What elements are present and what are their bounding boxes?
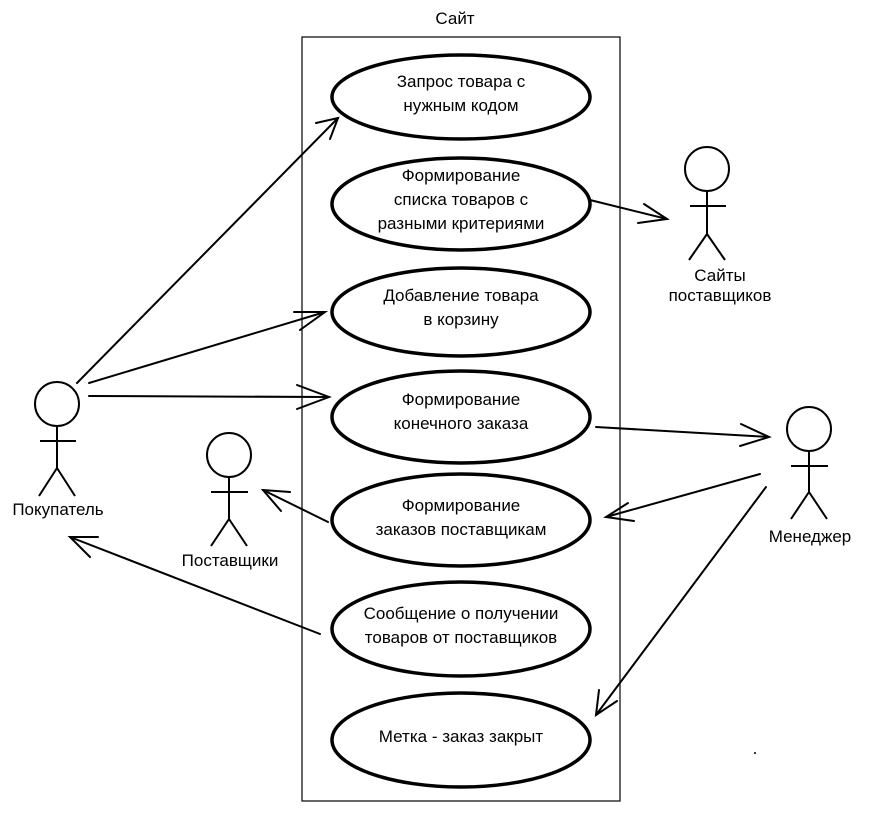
arrow-buyer-to-request — [76, 116, 340, 384]
use-case-add-to-cart: Добавление товара в корзину — [383, 286, 539, 329]
actor-suppliers-label: Поставщики — [181, 551, 279, 570]
use-case-form-product-list: Формирование списка товаров с разными кр… — [377, 166, 545, 233]
stray-dot — [754, 752, 756, 754]
actor-suppliers-figure — [206, 432, 252, 547]
use-case-request-by-code: Запрос товара с нужным кодом — [396, 72, 526, 115]
actor-supplier-sites-figure — [684, 146, 730, 261]
arrow-supplier-orders-to-suppliers — [260, 488, 329, 523]
use-case-order-closed-mark: Метка - заказ закрыт — [378, 727, 544, 746]
use-case-ellipse-uc3 — [330, 266, 592, 358]
arrow-buyer-to-final-order — [88, 384, 332, 410]
actor-manager-figure — [786, 406, 832, 520]
use-case-ellipse-uc7 — [330, 691, 592, 789]
actor-manager-label: Менеджер — [768, 527, 852, 546]
use-case-ellipse-uc1 — [330, 53, 592, 141]
arrow-list-to-supplier-sites — [589, 199, 670, 224]
use-case-ellipse-uc5 — [330, 472, 592, 568]
arrow-final-order-to-manager — [595, 423, 772, 447]
actor-buyer-label: Покупатель — [12, 500, 104, 519]
use-case-receipt-message: Сообщение о получении товаров от поставщ… — [363, 604, 559, 647]
system-title: Сайт — [435, 9, 475, 28]
use-case-final-order: Формирование конечного заказа — [393, 390, 529, 433]
use-case-supplier-orders: Формирование заказов поставщикам — [375, 496, 547, 539]
actor-buyer-figure — [34, 381, 80, 497]
arrow-receipt-to-buyer — [67, 536, 321, 635]
arrow-manager-to-closed-mark — [594, 486, 767, 718]
arrow-buyer-to-add-cart — [88, 311, 329, 384]
use-case-ellipse-uc6 — [330, 580, 592, 678]
use-case-ellipse-uc4 — [330, 369, 592, 465]
use-case-ellipse-uc2 — [330, 156, 592, 252]
arrow-manager-to-supplier-orders — [603, 473, 761, 522]
actor-supplier-sites-label: Сайты поставщиков — [668, 266, 772, 305]
system-boundary — [301, 36, 621, 802]
